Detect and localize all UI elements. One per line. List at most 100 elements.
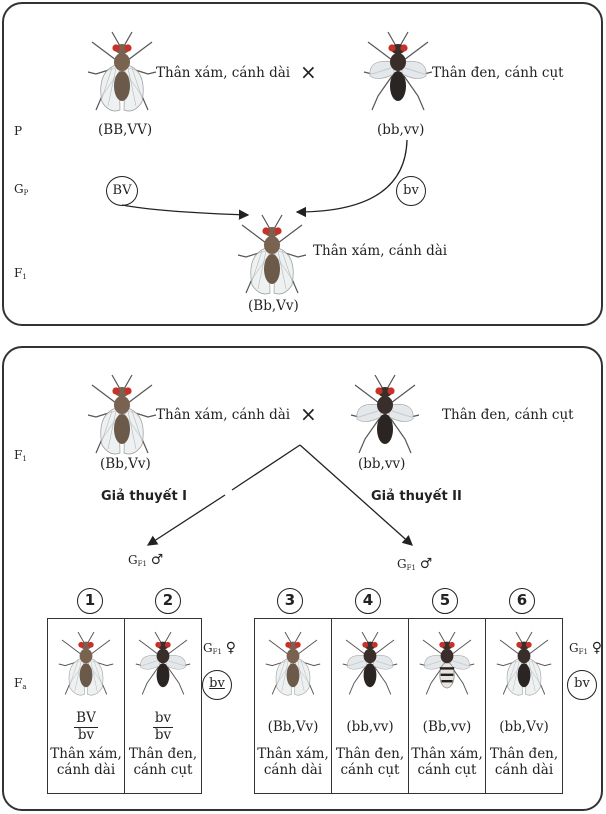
gf1-female-hyp2-gamete: bv — [567, 670, 597, 700]
gf1-male-hyp2-sub: F1 — [406, 564, 416, 572]
fly-parent2-bottom — [350, 374, 420, 454]
offspring-1-pheno-line1: Thân xám, — [50, 746, 122, 762]
top-panel — [2, 2, 603, 326]
fa-subscript: a — [22, 683, 27, 691]
offspring-6-phenotype: Thân đen, cánh dài — [485, 746, 563, 778]
parent1-phenotype: Thân xám, cánh dài — [156, 65, 291, 81]
offspring-number-1: 1 — [77, 588, 103, 614]
offspring-number-5: 5 — [432, 588, 458, 614]
offspring-5-pheno-line1: Thân xám, — [411, 746, 483, 762]
gf1-male-hyp2: GF1 ♂ — [397, 556, 432, 572]
male-symbol-icon: ♂ — [419, 556, 433, 572]
fly-offspring-5 — [419, 631, 475, 695]
fly-parent2-top — [363, 31, 433, 111]
f1-subscript-bottom: 1 — [22, 455, 27, 463]
f1-label-top: F1 — [14, 266, 27, 281]
offspring-3-genotype: (Bb,Vv) — [267, 719, 319, 735]
offspring-4-pheno-line1: Thân đen, — [335, 746, 405, 762]
offspring-1-geno-bottom: bv — [77, 726, 95, 743]
parent2-genotype: (bb,vv) — [377, 122, 425, 138]
fly-parent1-bottom — [87, 374, 157, 455]
gp-label: GP — [14, 182, 28, 197]
hypothesis-1-label: Giả thuyết I — [101, 489, 188, 504]
offspring-1-phenotype: Thân xám, cánh dài — [47, 746, 125, 778]
offspring-1-pheno-line2: cánh dài — [56, 761, 116, 778]
gf1-female-hyp1-sub: F1 — [212, 648, 222, 656]
gamete-bv-underlined: bv — [209, 676, 225, 691]
offspring-1-geno-top: BV — [74, 710, 98, 728]
gf1-female-hyp2-sub: F1 — [578, 648, 588, 656]
gf1-male-hyp2-g: G — [397, 557, 407, 571]
offspring-2-geno-bottom: bv — [154, 726, 172, 743]
parent2-phenotype: Thân đen, cánh cụt — [432, 65, 564, 81]
offspring-6-pheno-line1: Thân đen, — [489, 746, 559, 762]
female-symbol-icon: ♀ — [591, 640, 602, 656]
offspring-3-pheno-line2: cánh dài — [263, 761, 323, 778]
f1-parent1-genotype: (Bb,Vv) — [100, 456, 151, 472]
cross-symbol-top: × — [300, 60, 317, 84]
offspring-2-pheno-line2: cánh cụt — [133, 761, 193, 778]
bottom-panel — [2, 346, 603, 811]
offspring-cell-2 — [124, 618, 202, 794]
male-symbol-icon: ♂ — [150, 552, 164, 568]
fly-offspring-3 — [265, 631, 321, 696]
gf1-male-hyp1: GF1 ♂ — [128, 552, 163, 568]
gp-letter: G — [14, 182, 24, 196]
offspring-number-2: 2 — [155, 588, 181, 614]
f1-label-bottom: F1 — [14, 448, 27, 463]
child-genotype: (Bb,Vv) — [248, 298, 299, 314]
offspring-4-pheno-line2: cánh cụt — [340, 761, 400, 778]
offspring-5-pheno-line2: cánh cụt — [417, 761, 477, 778]
offspring-2-genotype: bv bv — [124, 710, 202, 743]
offspring-number-6: 6 — [509, 588, 535, 614]
gf1-female-hyp1: GF1 ♀ — [203, 640, 236, 656]
f1-letter-top: F — [14, 266, 23, 280]
offspring-5-phenotype: Thân xám, cánh cụt — [408, 746, 486, 778]
gamete-BV-circle: BV — [106, 176, 138, 206]
offspring-3-pheno-line1: Thân xám, — [257, 746, 329, 762]
gf1-male-hyp1-g: G — [128, 553, 138, 567]
arrow-gamete-bv-right — [295, 139, 408, 218]
f1-parent2-genotype: (bb,vv) — [358, 456, 406, 472]
gf1-female-hyp2-g: G — [569, 641, 579, 655]
child-phenotype: Thân xám, cánh dài — [313, 243, 448, 259]
f1-letter-bottom: F — [14, 448, 23, 462]
offspring-3-phenotype: Thân xám, cánh dài — [254, 746, 332, 778]
offspring-5-genotype: (Bb,vv) — [422, 719, 472, 735]
arrow-hypothesis-2 — [299, 444, 413, 546]
offspring-4-phenotype: Thân đen, cánh cụt — [331, 746, 409, 778]
gf1-female-hyp1-g: G — [203, 641, 213, 655]
offspring-2-pheno-line1: Thân đen, — [128, 746, 198, 762]
offspring-6-pheno-line2: cánh dài — [494, 761, 554, 778]
hypothesis-2-label: Giả thuyết II — [371, 489, 462, 504]
offspring-number-4: 4 — [355, 588, 381, 614]
offspring-4-genotype: (bb,vv) — [346, 719, 394, 735]
offspring-number-3: 3 — [277, 588, 303, 614]
parent1-genotype: (BB,VV) — [98, 122, 153, 138]
fly-offspring-2 — [135, 631, 191, 695]
fa-letter: F — [14, 676, 23, 690]
offspring-6-genotype: (bb,Vv) — [499, 719, 549, 735]
fly-offspring-1 — [58, 631, 114, 696]
f1-subscript-top: 1 — [22, 273, 27, 281]
fly-parent1-top — [87, 31, 157, 112]
gf1-female-hyp1-gamete: bv — [202, 670, 232, 700]
gp-subscript: P — [23, 189, 29, 197]
female-symbol-icon: ♀ — [225, 640, 236, 656]
f1-parent1-phenotype: Thân xám, cánh dài — [156, 407, 291, 423]
offspring-2-geno-top: bv — [152, 710, 174, 728]
cross-symbol-bottom: × — [300, 402, 317, 426]
p-generation-label: P — [14, 124, 23, 138]
f1-parent2-phenotype: Thân đen, cánh cụt — [442, 407, 574, 423]
offspring-1-genotype: BV bv — [47, 710, 125, 743]
gf1-female-hyp2: GF1 ♀ — [569, 640, 602, 656]
gamete-bv-circle: bv — [396, 176, 426, 206]
offspring-cell-6 — [485, 618, 563, 794]
fa-label: Fa — [14, 676, 27, 691]
arrow-gamete-bv-left — [121, 204, 250, 220]
fly-offspring-4 — [342, 631, 398, 695]
offspring-2-phenotype: Thân đen, cánh cụt — [124, 746, 202, 778]
fly-offspring-6 — [496, 631, 552, 696]
fly-child-f1 — [237, 214, 307, 295]
